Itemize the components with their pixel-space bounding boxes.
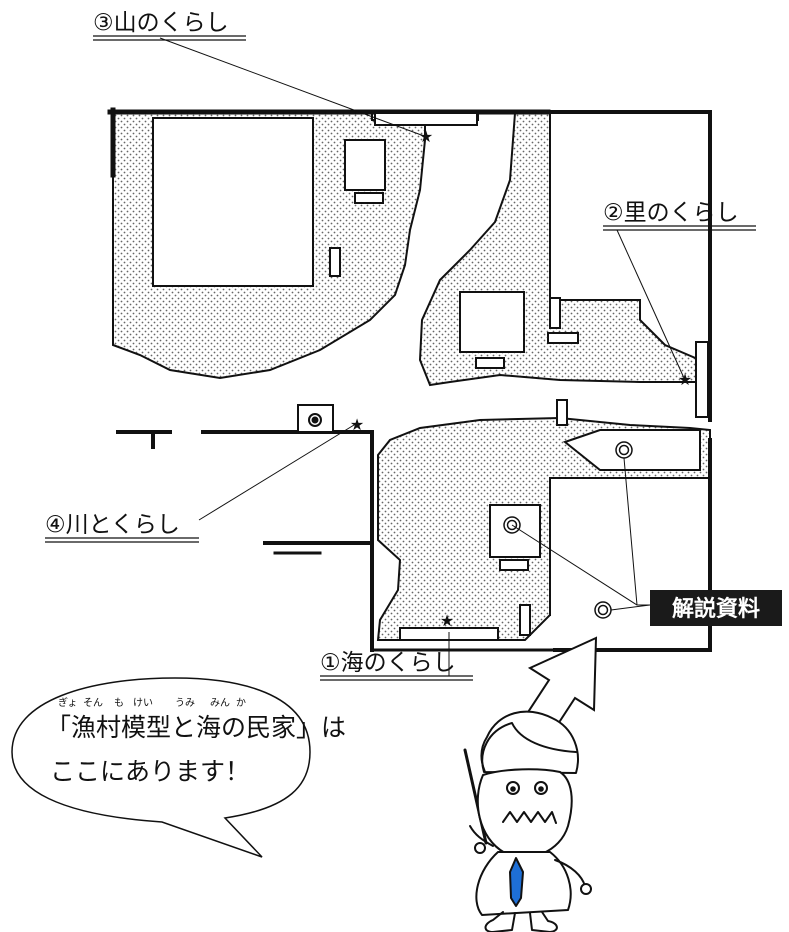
leg-right <box>529 911 558 932</box>
label-sea: ①海のくらし <box>320 650 456 676</box>
guide-character <box>463 710 592 932</box>
svg-text:みん: みん <box>210 697 230 709</box>
svg-text:も: も <box>114 697 124 709</box>
svg-text:うみ: うみ <box>175 697 195 709</box>
svg-text:解説資料: 解説資料 <box>672 596 760 622</box>
svg-text:そん: そん <box>83 697 103 709</box>
speech-bubble: ぎょ そん も けい うみ みん か 「漁村模型と海の民家」は ここにあります！ <box>11 677 346 858</box>
label-river: ④川とくらし <box>45 512 180 538</box>
bubble-line-1: 「漁村模型と海の民家」は <box>46 713 346 742</box>
exhibit-box-mountain <box>344 139 386 191</box>
svg-text:か: か <box>236 697 246 709</box>
mustache <box>502 811 557 824</box>
svg-text:けい: けい <box>133 697 153 709</box>
star-icon: ★ <box>350 415 364 434</box>
exhibit-box-center <box>459 291 525 353</box>
arm-left <box>469 825 494 847</box>
zone-labels: ③山のくらし ②里のくらし ④川とくらし ①海のくらし <box>45 10 756 681</box>
star-icon: ★ <box>440 611 454 630</box>
label-village: ②里のくらし <box>603 200 739 226</box>
star-icon: ★ <box>678 370 692 389</box>
label-mountain: ③山のくらし <box>93 10 229 36</box>
walls <box>107 107 712 652</box>
tie <box>509 857 524 907</box>
bubble-line-2: ここにあります！ <box>50 757 250 786</box>
star-icon: ★ <box>419 127 433 146</box>
svg-text:ぎょ: ぎょ <box>58 696 78 709</box>
leader-lines <box>159 37 685 676</box>
explanation-badge: 解説資料 <box>650 590 782 626</box>
star-markers: ★ ★ ★ ★ <box>350 127 692 630</box>
hat <box>480 710 579 774</box>
exhibits <box>152 112 709 641</box>
exhibit-large-block <box>152 117 314 287</box>
